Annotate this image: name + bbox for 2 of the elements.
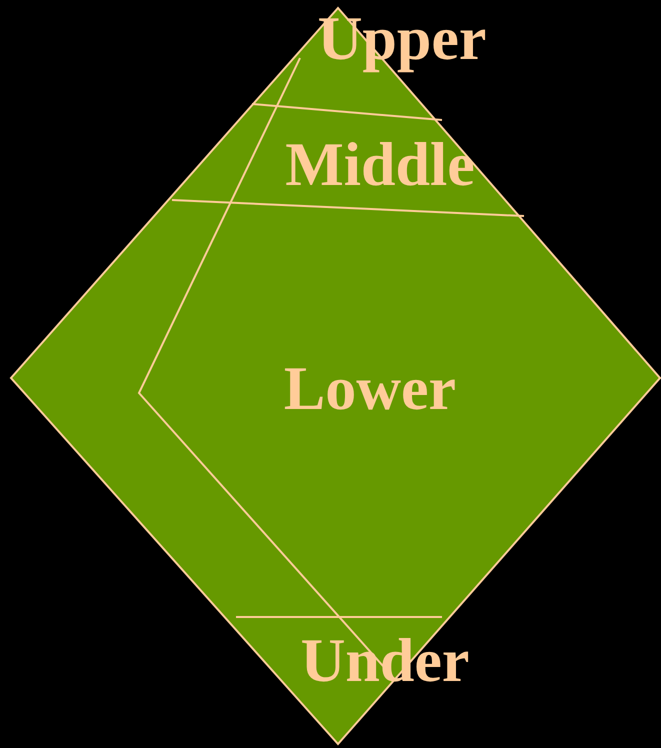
class-label: Middle [285,130,475,200]
class-label: Lower [284,354,456,424]
